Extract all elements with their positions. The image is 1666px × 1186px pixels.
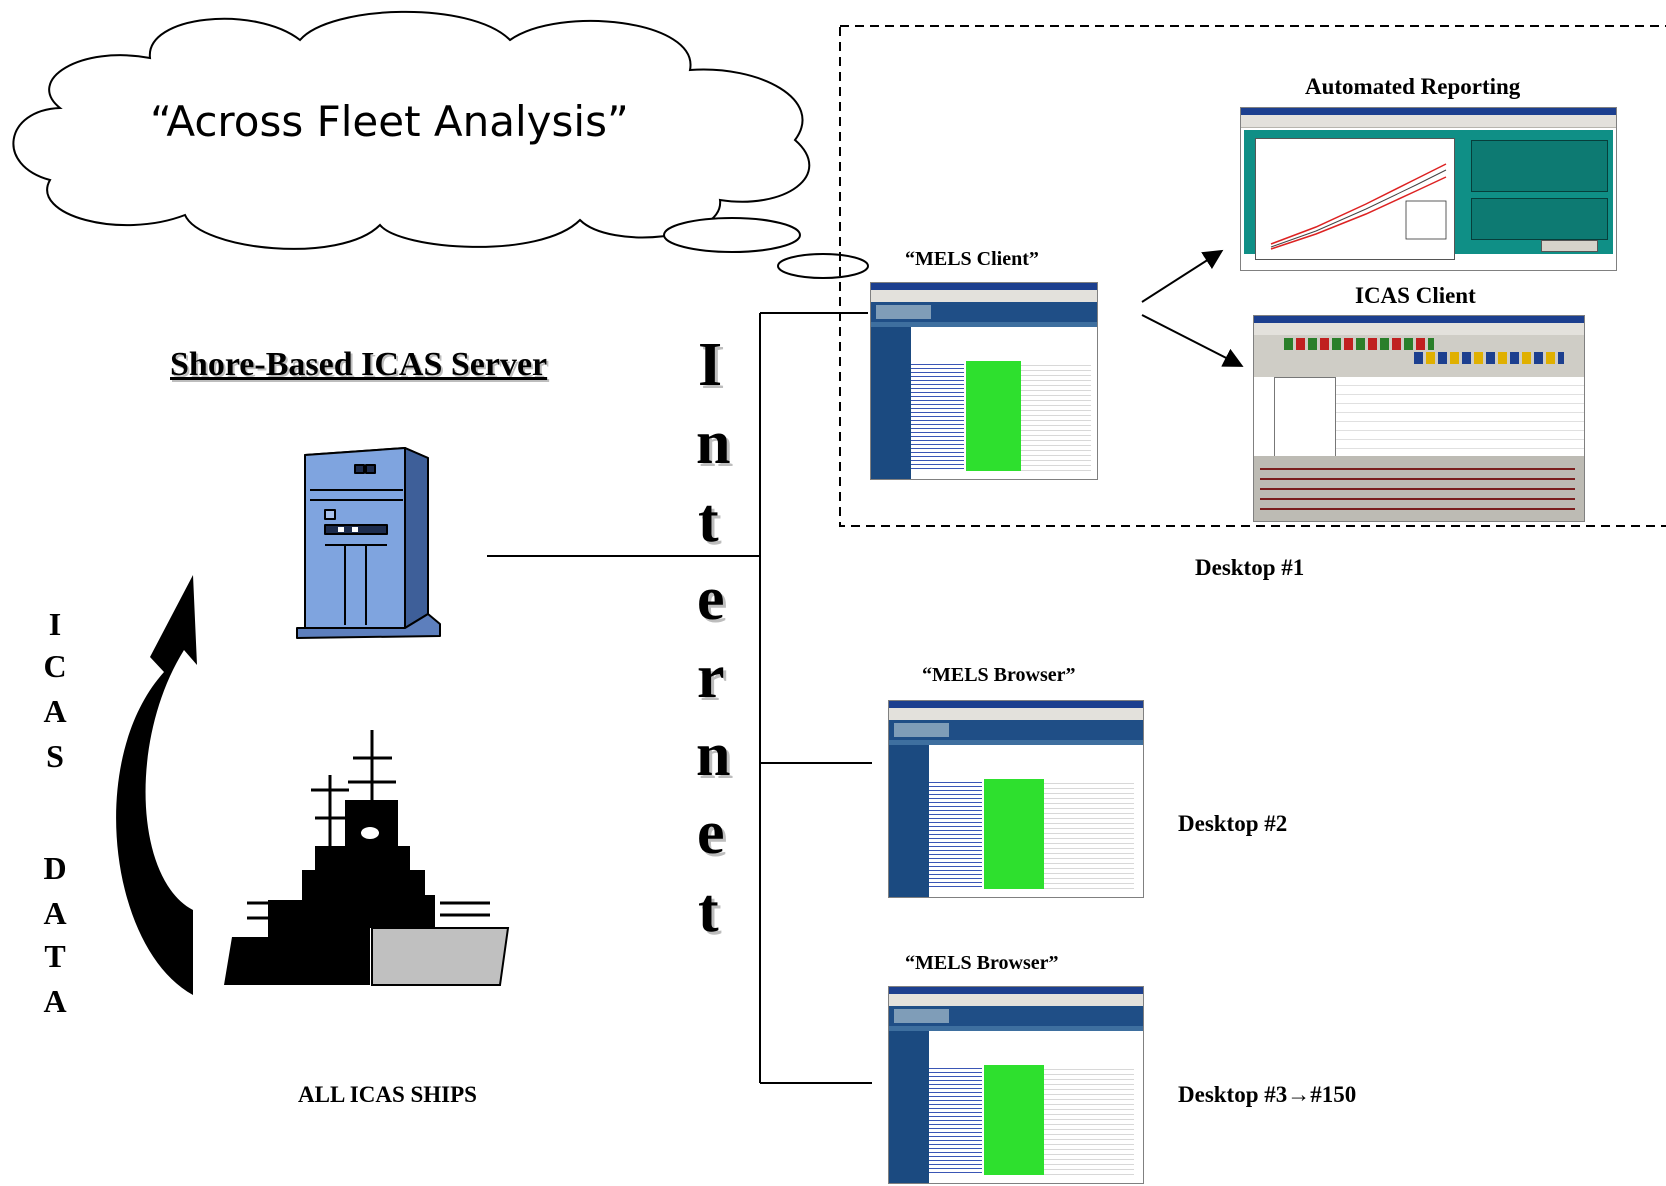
mels-client-screenshot (870, 282, 1098, 480)
server-tower-icon (296, 447, 441, 639)
desktop1-label: Desktop #1 (1195, 555, 1305, 580)
desktop3-label: Desktop #3→#150 (1178, 1082, 1357, 1107)
icas-client-screenshot (1253, 315, 1585, 522)
internet-letter: t (698, 877, 719, 945)
internet-letter: r (697, 643, 725, 711)
ships-label: ALL ICAS SHIPS (298, 1082, 477, 1107)
automated-reporting-caption: Automated Reporting (1305, 74, 1521, 99)
icas-data-letter: A (43, 693, 67, 729)
icas-data-letter: D (43, 850, 67, 886)
icas-client-caption: ICAS Client (1355, 283, 1476, 308)
internet-letter: e (697, 565, 725, 633)
icas-data-letter: C (43, 648, 67, 684)
icas-data-letter: I (48, 606, 62, 642)
desktop1-enclosure (839, 25, 1666, 527)
icas-data-letter: A (43, 895, 67, 931)
warship-icon (224, 730, 510, 986)
internet-letter: I (698, 331, 723, 399)
client-arrows (1141, 249, 1244, 367)
internet-letter: t (698, 487, 719, 555)
cloud-icon (12, 10, 869, 279)
mels-client-caption: “MELS Client” (905, 248, 1039, 270)
automated-reporting-screenshot (1240, 107, 1617, 271)
internet-letter: e (697, 799, 725, 867)
mels-browser-screenshot-2 (888, 700, 1144, 898)
icas-data-letter: A (43, 983, 67, 1019)
mels-browser-caption-2: “MELS Browser” (922, 664, 1076, 686)
cloud-title: “Across Fleet Analysis” (150, 97, 629, 146)
network-lines (487, 312, 872, 1084)
desktop2-label: Desktop #2 (1178, 811, 1288, 836)
icas-data-letter: T (44, 938, 66, 974)
mels-browser-screenshot-3 (888, 986, 1144, 1184)
mels-browser-caption-3: “MELS Browser” (905, 952, 1059, 974)
server-title: Shore-Based ICAS Server (170, 346, 548, 383)
internet-letter: n (696, 409, 731, 477)
curved-arrow-icon (116, 575, 197, 995)
internet-letter: n (696, 721, 731, 789)
icas-data-letter: S (46, 738, 64, 774)
